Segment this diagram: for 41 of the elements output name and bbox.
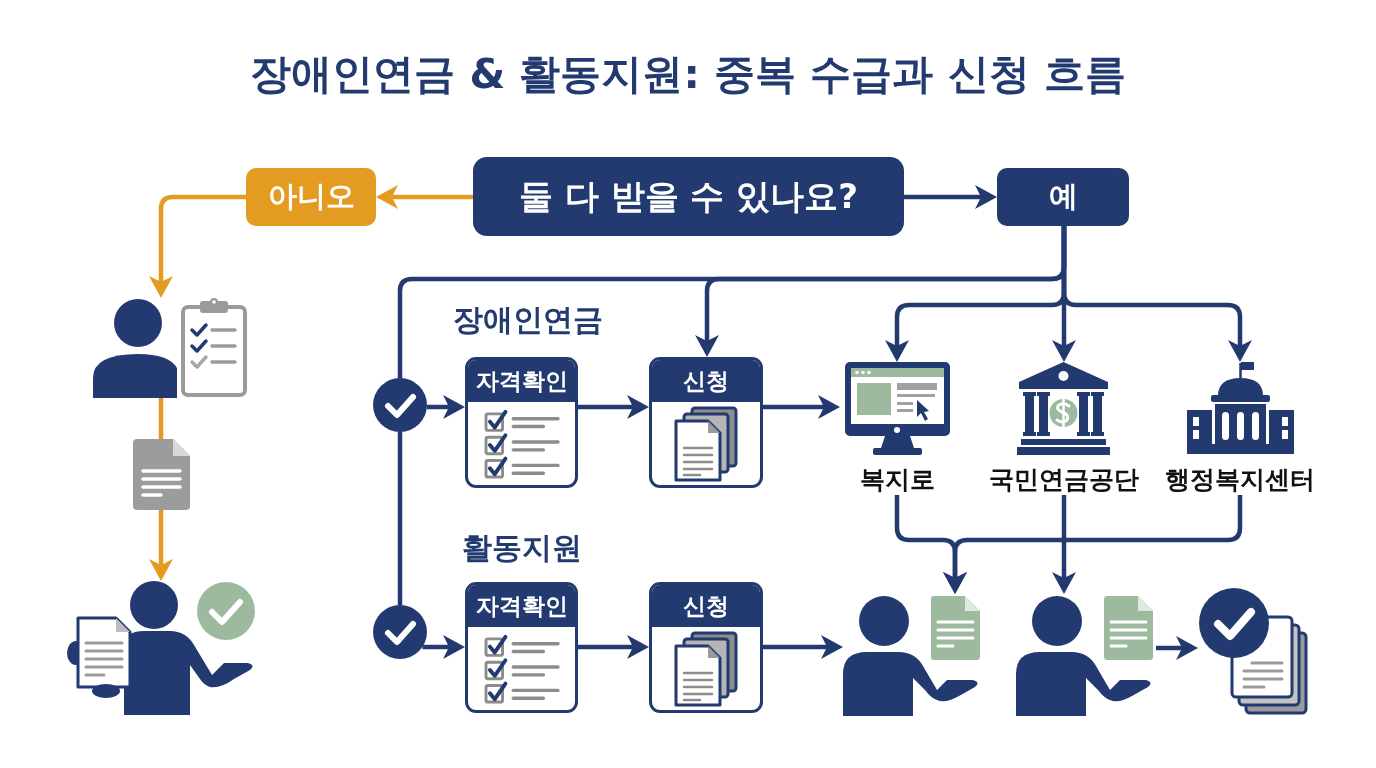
node-label: 복지로 <box>860 465 935 495</box>
arrow <box>426 395 465 419</box>
choice-box: 예 <box>997 168 1129 226</box>
card-header: 자격확인 <box>468 585 575 627</box>
section-heading: 활동지원 <box>462 530 582 566</box>
card-header: 자격확인 <box>468 360 575 402</box>
decision-box: 둘 다 받을 수 있나요? <box>473 157 904 236</box>
person-document-icon <box>1016 594 1156 716</box>
step-card <box>465 357 578 488</box>
connector-line <box>397 432 403 605</box>
arrow <box>578 635 649 659</box>
card-header: 신청 <box>652 585 760 627</box>
section-heading: 장애인연금 <box>453 302 603 338</box>
node-label: 행정복지센터 <box>1165 465 1315 495</box>
check-circle-icon <box>373 605 427 659</box>
arrow <box>763 395 840 419</box>
step-card <box>649 582 763 713</box>
arrow <box>904 185 997 209</box>
connector-line <box>158 398 164 439</box>
document-icon <box>133 439 190 510</box>
arrow <box>943 495 1243 594</box>
title: 장애인연금 & 활동지원: 중복 수급과 신청 흐름 <box>250 50 1126 100</box>
node-label: 국민연금공단 <box>988 465 1139 495</box>
arrow <box>422 635 465 659</box>
arrow <box>1052 495 1076 594</box>
arrow <box>149 194 246 298</box>
arrow <box>578 395 649 419</box>
check-circle-icon <box>373 378 427 432</box>
approved-documents-icon <box>1198 587 1309 716</box>
arrow <box>376 185 473 209</box>
step-card <box>465 582 578 713</box>
person-document-icon <box>66 581 256 715</box>
person-document-icon <box>843 594 983 716</box>
person-clipboard-icon <box>93 298 248 398</box>
card-header: 신청 <box>652 360 760 402</box>
step-card <box>649 357 763 488</box>
arrow <box>1061 226 1252 362</box>
arrow <box>1156 636 1198 660</box>
arrow <box>149 510 173 581</box>
choice-box: 아니오 <box>246 168 376 226</box>
arrow <box>763 635 843 659</box>
